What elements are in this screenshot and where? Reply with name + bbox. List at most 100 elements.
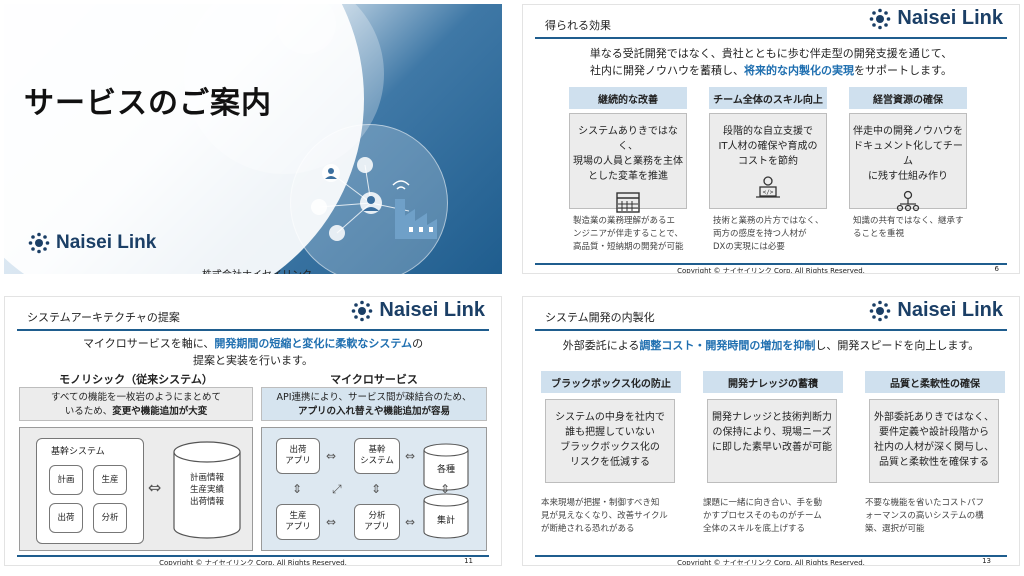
- intro-text: 単なる受託開発ではなく、貴社とともに歩む伴走型の開発支援を通じて、 社内に開発ノ…: [523, 45, 1019, 79]
- app-label: 出荷アプリ: [285, 445, 311, 466]
- column-box: システムありきではなく、 現場の人員と業務を主体 とした変革を推進: [569, 113, 687, 213]
- column-box: 伴走中の開発ノウハウを ドキュメント化してチーム に残す仕組み作り: [849, 113, 967, 212]
- column-note: 知識の共有ではなく、継承す ることを重視: [853, 215, 983, 241]
- column-text: コストを節約: [738, 156, 798, 167]
- note-line: 築、選択が可能: [865, 524, 925, 534]
- factory-network-icon: [311, 157, 437, 241]
- copyright: Copyright © ナイセイリンク Corp. All Rights Res…: [677, 267, 865, 274]
- slide-architecture[interactable]: システムアーキテクチャの提案 Naisei Link マイクロサービスを軸に、開…: [4, 296, 502, 566]
- desc-segment: いるため、: [64, 406, 113, 417]
- intro-segment: 外部委託による: [562, 339, 640, 352]
- horizontal-arrow-icon: ⇔: [405, 515, 416, 529]
- intro-highlight: 調整コスト・開発時間の増加を抑制: [639, 339, 816, 352]
- column-text: IT人材の確保や育成の: [718, 141, 818, 152]
- column-text: 誰も把握していない: [565, 427, 655, 438]
- slide-effects[interactable]: 得られる効果 Naisei Link 単なる受託開発ではなく、貴社とともに歩む伴…: [522, 4, 1020, 274]
- horizontal-arrow-icon: ⇔: [326, 449, 337, 463]
- column-text: システムありきではなく、: [578, 126, 678, 152]
- logo-text: Naisei Link: [897, 7, 1003, 29]
- header-rule: [17, 329, 489, 331]
- column-note: 課題に一緒に向き合い、手を動 かすプロセスそのものがチーム 全体のスキルを底上げ…: [703, 497, 853, 536]
- note-line: 両方の感度を持つ人材が: [713, 229, 807, 239]
- microservice-diagram: 出荷アプリ 基幹システム 生産アプリ 分析アプリ 各種 集計 ⇔ ⇔ ⇔ ⇔ ⇕…: [261, 427, 487, 551]
- header-logo: Naisei Link: [347, 299, 489, 322]
- note-line: ることを重視: [853, 229, 905, 239]
- note-line: ンジニアが伴走することで、: [573, 229, 683, 239]
- page-number: 6: [994, 265, 999, 273]
- footer-rule: [535, 555, 1007, 557]
- column-text: 伴走中の開発ノウハウを: [853, 126, 963, 137]
- column-box: 段階的な自立支援で IT人材の確保や育成の コストを節約 </>: [709, 113, 827, 209]
- vertical-arrow-icon: ⇕: [440, 482, 451, 496]
- app-analysis: 分析アプリ: [354, 504, 400, 540]
- app-label: 生産アプリ: [285, 511, 311, 532]
- desc-emphasis: 変更や機能追加が大変: [112, 406, 208, 417]
- app-shipping: 出荷アプリ: [276, 438, 320, 474]
- app-label: 基幹システム: [360, 445, 394, 466]
- slide-insourcing[interactable]: システム開発の内製化 Naisei Link 外部委託による調整コスト・開発時間…: [522, 296, 1020, 566]
- db-label-various: 各種: [436, 465, 455, 475]
- horizontal-arrow-icon: ⇔: [405, 449, 416, 463]
- column-head-continuous-improvement: 継続的な改善: [569, 87, 687, 109]
- note-line: 課題に一緒に向き合い、手を動: [703, 498, 823, 508]
- column-text: リスクを低減する: [570, 457, 650, 468]
- monolithic-title: モノリシック（従来システム）: [59, 373, 213, 386]
- column-head-quality: 品質と柔軟性の確保: [865, 371, 1005, 393]
- slide-title: システム開発の内製化: [545, 311, 655, 324]
- column-text: 社内の人材が深く関与し、: [874, 442, 994, 453]
- vertical-arrow-icon: ⇕: [292, 482, 303, 496]
- header-logo: Naisei Link: [865, 7, 1007, 30]
- logo-text: Naisei Link: [379, 299, 485, 321]
- db-item: 生産実績: [189, 485, 224, 495]
- column-box: システムの中身を社内で 誰も把握していない ブラックボックス化の リスクを低減す…: [545, 399, 675, 483]
- app-production: 生産アプリ: [276, 504, 320, 540]
- note-line: DXの実現には必要: [713, 242, 785, 252]
- note-line: 技術と業務の片方ではなく、: [713, 216, 824, 226]
- column-head-knowledge: 開発ナレッジの蓄積: [703, 371, 843, 393]
- database-icon: 計画情報 生産実績 出荷情報: [172, 440, 242, 540]
- column-text: ブラックボックス化の: [560, 442, 660, 453]
- naisei-link-logo-icon: [352, 300, 373, 321]
- naisei-link-logo-icon: [28, 232, 50, 254]
- database-contents: 計画情報 生産実績 出荷情報: [172, 472, 242, 508]
- slide-title: システムアーキテクチャの提案: [27, 311, 180, 324]
- column-text: に即した素早い改善が可能: [712, 442, 832, 453]
- team-icon: [896, 190, 920, 212]
- intro-highlight: 将来的な内製化の実現: [744, 64, 855, 77]
- note-line: 知識の共有ではなく、継承す: [853, 216, 964, 226]
- microservice-title: マイクロサービス: [330, 373, 418, 386]
- column-text: 現場の人員と業務を主体: [573, 156, 683, 167]
- intro-segment: し、開発スピードを向上します。: [815, 339, 980, 352]
- column-text: とした変革を推進: [588, 171, 668, 182]
- note-line: 不要な機能を省いたコストパフ: [865, 498, 985, 508]
- note-line: かすプロセスそのものがチーム: [703, 511, 822, 521]
- column-head-team-skill: チーム全体のスキル向上: [709, 87, 827, 109]
- column-note: 本来現場が把握・制御すべき知 見が見えなくなり、改善サイクル が断絶される恐れが…: [541, 497, 691, 536]
- monolithic-desc: すべての機能を一枚岩のようにまとめて いるため、変更や機能追加が大変: [19, 387, 253, 421]
- monolithic-diagram: 基幹システム 計画 生産 出荷 分析 ⇔ 計画情報 生産実績 出荷情報: [19, 427, 253, 551]
- column-note: 製造業の業務理解があるエ ンジニアが伴走することで、 高品質・短納期の開発が可能: [573, 215, 703, 254]
- logo-text: Naisei Link: [56, 232, 157, 253]
- naisei-link-logo-icon: [870, 300, 891, 321]
- intro-highlight: 開発期間の短縮と変化に柔軟なシステム: [214, 337, 413, 350]
- column-text: システムの中身を社内で: [555, 412, 665, 423]
- slide-cover[interactable]: サービスのご案内 Naisei Link 株式会社ナイセイリンク: [4, 4, 502, 274]
- bidirectional-arrow-icon: ⇔: [148, 478, 162, 497]
- app-label: 分析アプリ: [364, 511, 390, 532]
- module-shipping: 出荷: [49, 503, 83, 533]
- desc-line: いるため、変更や機能追加が大変: [20, 405, 252, 419]
- copyright: Copyright © ナイセイリンク Corp. All Rights Res…: [677, 559, 865, 566]
- vertical-arrow-icon: ⇕: [371, 482, 382, 496]
- copyright: Copyright © ナイセイリンク Corp. All Rights Res…: [159, 559, 347, 566]
- core-system-label: 基幹システム: [51, 447, 105, 457]
- note-line: 本来現場が把握・制御すべき知: [541, 498, 660, 508]
- intro-text: マイクロサービスを軸に、開発期間の短縮と変化に柔軟なシステムの 提案と実装を行い…: [5, 335, 501, 369]
- database-group: 各種 集計: [422, 442, 470, 540]
- diagonal-arrow-icon: ⤢: [332, 482, 342, 496]
- footer-rule: [535, 263, 1007, 265]
- module-analysis: 分析: [93, 503, 127, 533]
- note-line: が断絶される恐れがある: [541, 524, 635, 534]
- note-line: 高品質・短納期の開発が可能: [573, 242, 684, 252]
- app-core-system: 基幹システム: [354, 438, 400, 474]
- page-number: 13: [982, 557, 991, 565]
